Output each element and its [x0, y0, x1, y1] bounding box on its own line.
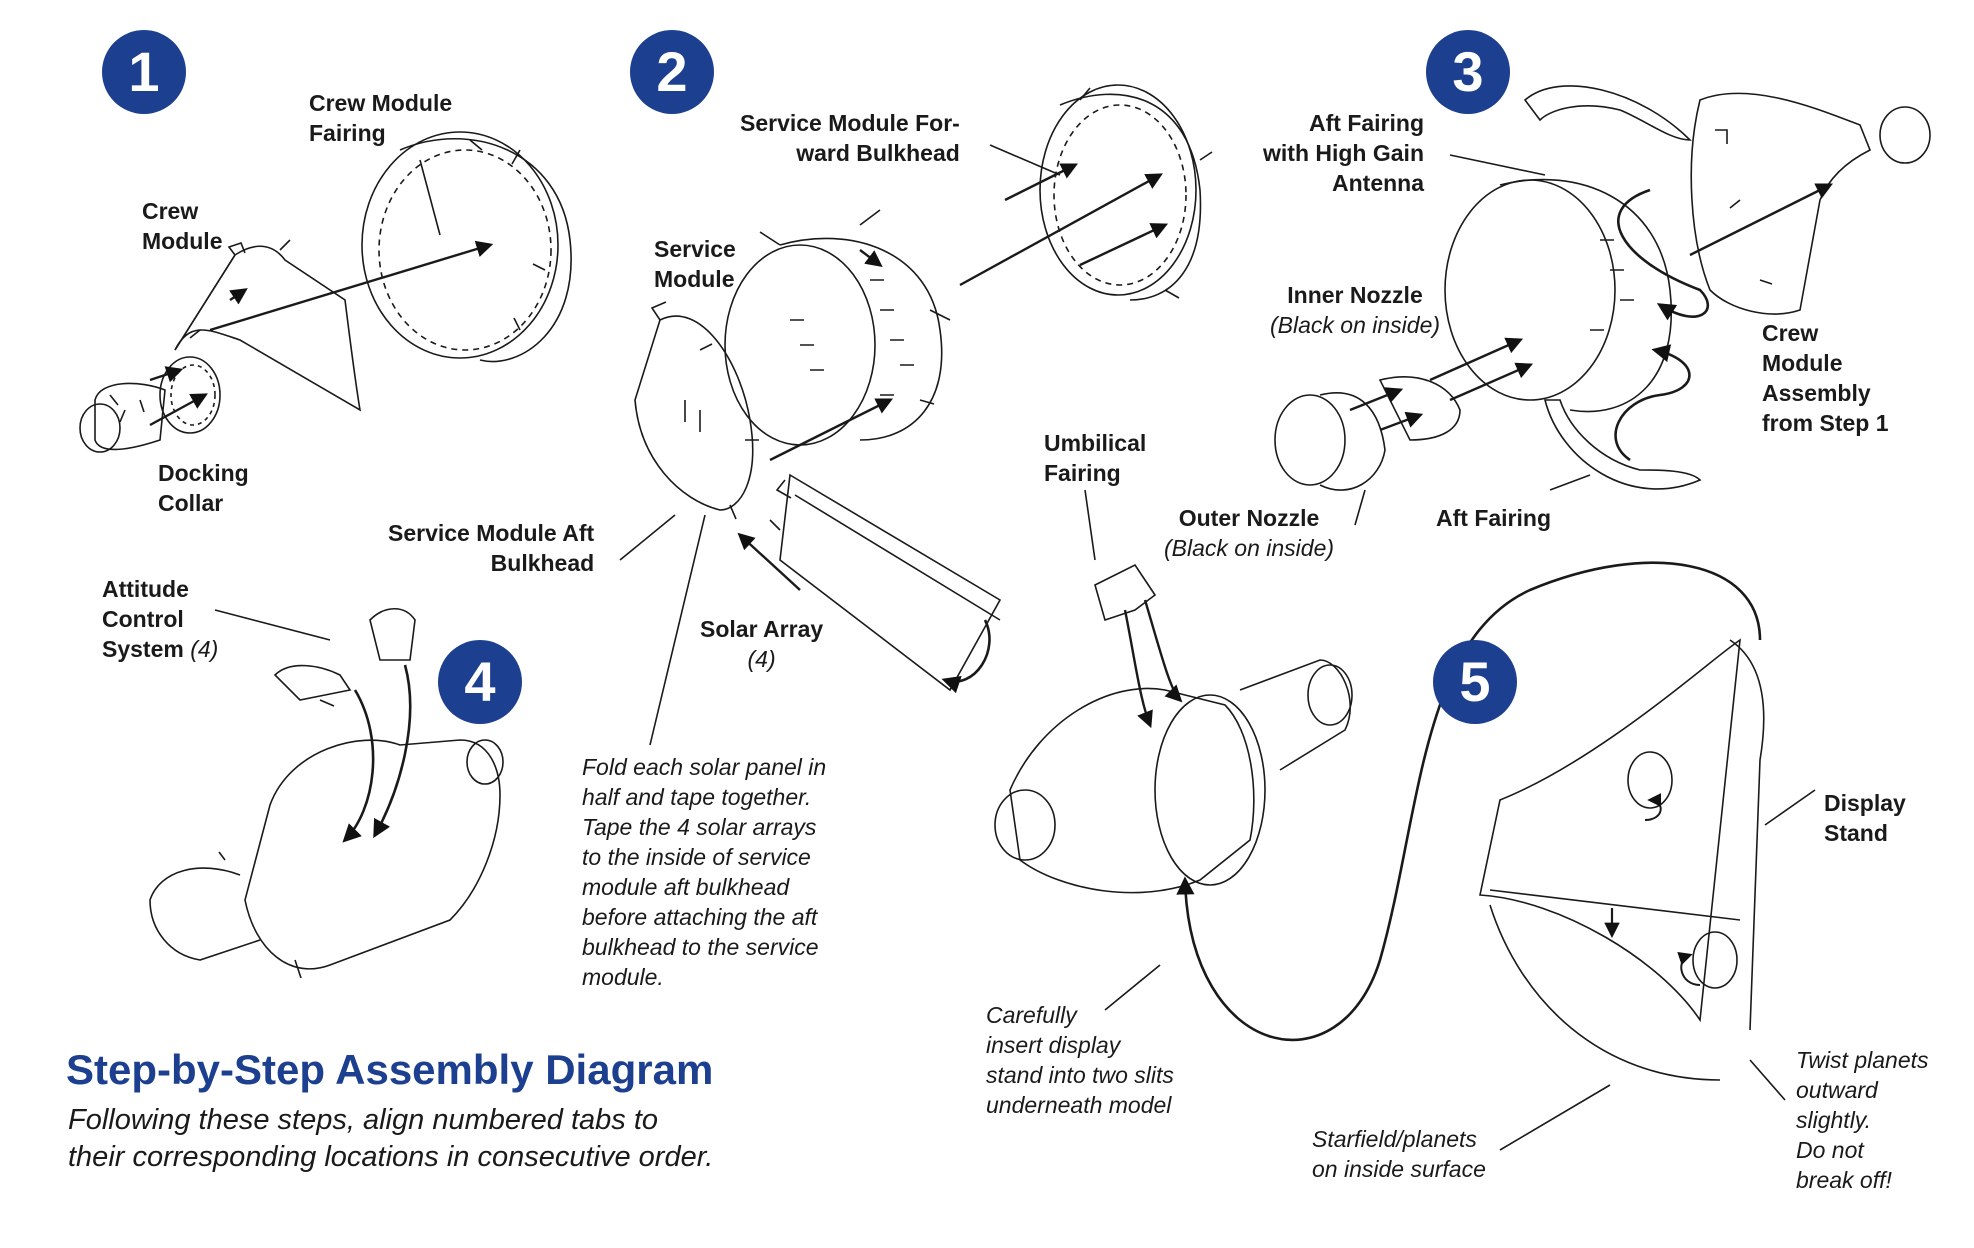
step-2-badge: 2: [630, 30, 714, 114]
label-aft-fairing: Aft Fairing: [1436, 505, 1551, 531]
label-attitude-control-count: (4): [190, 636, 219, 662]
label-outer-nozzle: Outer Nozzle (Black on inside): [1164, 505, 1335, 561]
step3-aft-fairing-drawing: [1274, 85, 1931, 526]
label-inner-nozzle: Inner Nozzle (Black on inside): [1270, 282, 1441, 338]
step-5-badge: 5: [1433, 640, 1517, 724]
label-inner-nozzle-note: (Black on inside): [1270, 312, 1441, 338]
step-4-badge: 4: [438, 640, 522, 724]
label-solar-array-count: (4): [747, 646, 776, 672]
step2-service-module-drawing: [619, 84, 1213, 746]
label-service-module-forward-bulkhead: Service Module For-ward Bulkhead: [740, 110, 960, 166]
step5-display-stand-drawing: [994, 489, 1816, 1151]
label-outer-nozzle-note: (Black on inside): [1164, 535, 1335, 561]
step1-crew-module-drawing: [79, 131, 572, 453]
step-3-badge: 3: [1426, 30, 1510, 114]
page-subtitle: Following these steps, align numbered ta…: [68, 1104, 714, 1173]
step4-attitude-control-drawing: [149, 607, 504, 979]
step-1-badge: 1: [102, 30, 186, 114]
label-solar-array: Solar Array (4): [700, 616, 824, 672]
page-title: Step-by-Step Assembly Diagram: [66, 1046, 714, 1093]
